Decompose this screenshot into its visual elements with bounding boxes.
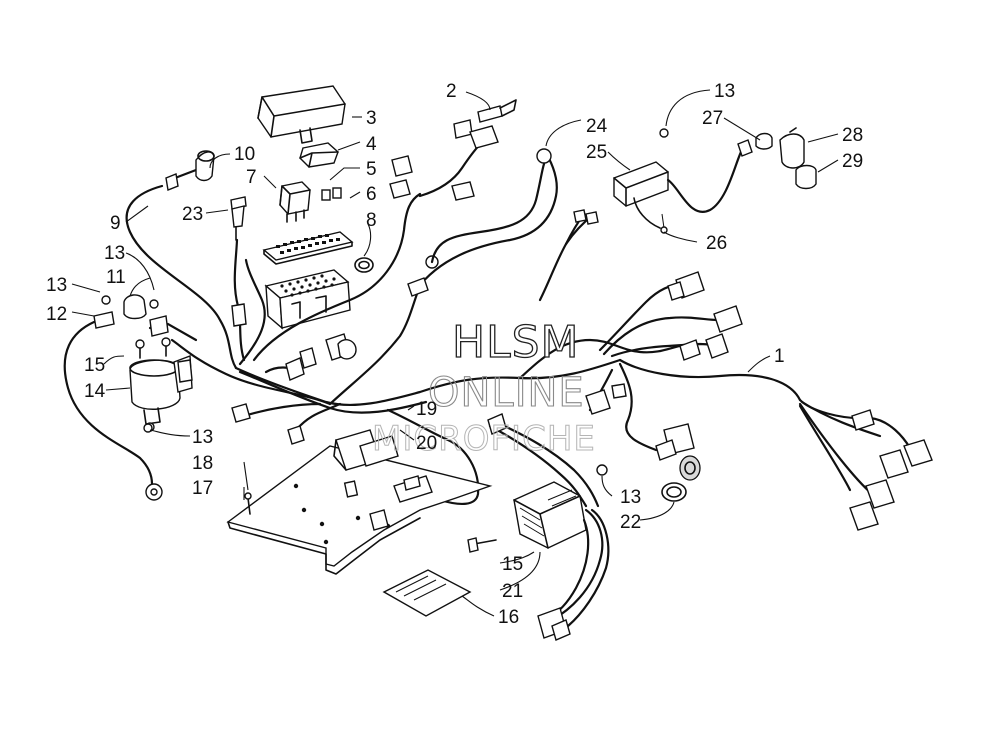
callout-2: 2: [446, 81, 457, 102]
battery-cable-positive[interactable]: [125, 150, 238, 370]
callout-4: 4: [366, 134, 377, 155]
callout-21: 21: [502, 581, 523, 602]
hose-clamp[interactable]: [661, 482, 687, 502]
fuse-block-base[interactable]: [264, 269, 351, 330]
cdi-screw[interactable]: [467, 537, 497, 553]
callout-1: 1: [774, 346, 785, 367]
callout-6: 6: [366, 184, 377, 205]
harness-end-connectors[interactable]: [798, 398, 933, 531]
callout-14: 14: [84, 381, 106, 402]
callout-12: 12: [46, 304, 67, 325]
fuse-box-cover[interactable]: [257, 85, 346, 144]
watermark-line2: ONLINE: [428, 370, 585, 416]
callout-15-b: 15: [502, 554, 523, 575]
center-connectors[interactable]: [177, 99, 552, 445]
callout-13-a: 13: [104, 243, 125, 264]
callout-16: 16: [498, 607, 519, 628]
watermark-line3: MICROFICHE: [372, 419, 596, 459]
temp-sensor[interactable]: [230, 196, 247, 362]
callout-18: 18: [192, 453, 213, 474]
watermark: HLSM ONLINE MICROFICHE: [372, 316, 596, 459]
callout-19: 19: [416, 399, 437, 420]
wire-clamp[interactable]: [354, 257, 374, 273]
callout-27: 27: [702, 108, 723, 129]
callout-13-b: 13: [46, 275, 67, 296]
callout-8: 8: [366, 210, 377, 231]
callout-23: 23: [182, 204, 203, 225]
callout-10: 10: [234, 144, 255, 165]
callout-5: 5: [366, 159, 377, 180]
decal-sheet[interactable]: [382, 569, 472, 617]
callout-3: 3: [366, 108, 377, 129]
callout-26: 26: [706, 233, 727, 254]
solenoid-cable[interactable]: [148, 315, 332, 406]
plate-screw[interactable]: [244, 492, 252, 515]
plate-relays[interactable]: [333, 429, 433, 503]
callout-13-d: 13: [620, 487, 641, 508]
callout-13-e: 13: [714, 81, 735, 102]
relay[interactable]: [279, 181, 311, 223]
callout-15-a: 15: [84, 355, 105, 376]
callout-17: 17: [192, 478, 213, 499]
callout-13-c: 13: [192, 427, 213, 448]
callout-20: 20: [416, 433, 437, 454]
callout-25: 25: [586, 142, 607, 163]
fuse-clips[interactable]: [321, 187, 342, 201]
callout-28: 28: [842, 125, 863, 146]
cdi-module[interactable]: [513, 481, 587, 549]
callout-24: 24: [586, 116, 608, 137]
callout-9: 9: [110, 213, 121, 234]
cdi-harness[interactable]: [487, 413, 610, 641]
callout-11: 11: [106, 267, 126, 288]
right-harness-branch[interactable]: [430, 162, 802, 481]
voltage-regulator-upper[interactable]: [613, 161, 669, 234]
relay-small[interactable]: [299, 142, 339, 168]
leader-lines: [71, 89, 839, 617]
vent-hose[interactable]: [666, 127, 817, 213]
starter-solenoid[interactable]: [129, 337, 193, 432]
callout-22: 22: [620, 512, 641, 533]
callout-7: 7: [246, 167, 257, 188]
fuse-block-plate[interactable]: [262, 231, 354, 265]
callout-29: 29: [842, 151, 863, 172]
callout-numbers: 1 2 3 4 5 6 7 8 9 10 11 12 13 13 13 13 1…: [46, 81, 863, 628]
solenoid-boot[interactable]: [123, 294, 147, 320]
ground-cable[interactable]: [63, 311, 163, 501]
watermark-line1: HLSM: [452, 317, 580, 368]
